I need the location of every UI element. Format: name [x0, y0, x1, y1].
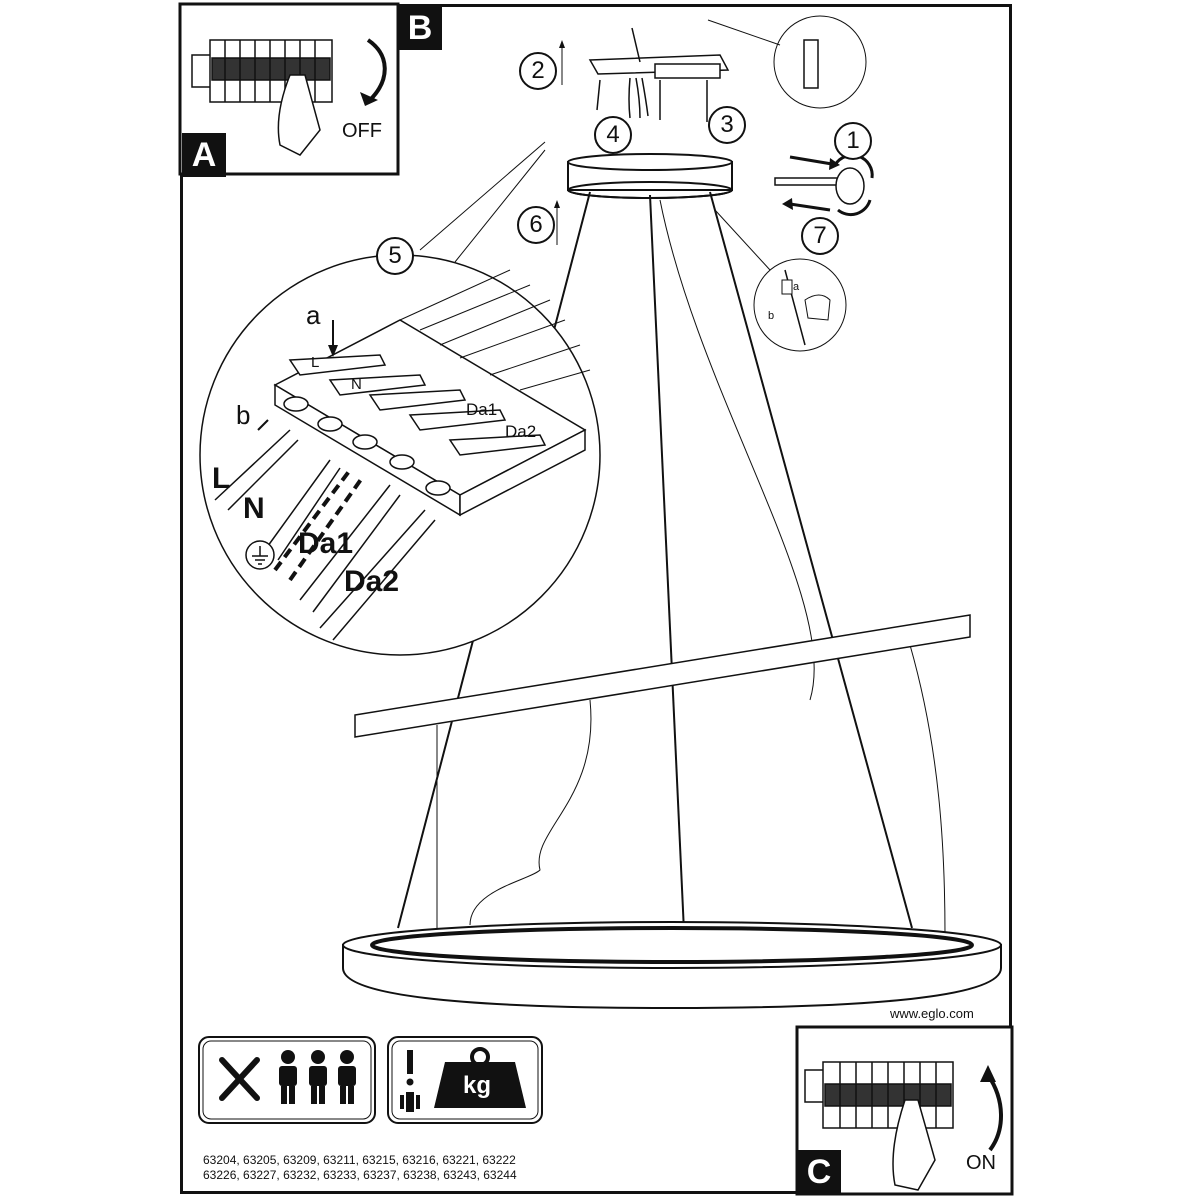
terminal-label-da1: Da1	[466, 400, 498, 419]
step-1: 1	[834, 122, 872, 160]
step-7: 7	[801, 217, 839, 255]
three-persons-icon	[279, 1050, 356, 1104]
terminal-label-da2: Da2	[505, 422, 537, 441]
model-codes-line-2: 63226, 63227, 63232, 63233, 63237, 63238…	[203, 1168, 517, 1182]
wire-label-da2: Da2	[344, 565, 400, 598]
arrow-on	[986, 1073, 1003, 1152]
wire-label-n: N	[243, 492, 265, 525]
canopy	[567, 153, 733, 199]
ceiling-board	[354, 614, 971, 738]
step-3: 3	[708, 106, 746, 144]
terminal-label-n: N	[351, 376, 362, 393]
wire-label-da1: Da1	[298, 527, 354, 560]
anchor-detail	[773, 15, 867, 109]
wires	[214, 429, 436, 641]
model-codes: 63204, 63205, 63209, 63211, 63215, 63216…	[203, 1153, 517, 1183]
ring-luminaire	[342, 921, 1002, 1010]
step-5: 5	[376, 237, 414, 275]
wire-label-l: L	[212, 462, 231, 495]
wiring-letter-b: b	[236, 400, 251, 430]
ceiling-lines	[399, 269, 591, 391]
clip-letter-a: a	[793, 281, 800, 293]
weight-icon	[434, 1047, 526, 1108]
hand-icon	[892, 1099, 936, 1191]
clip-letter-b: b	[768, 310, 775, 322]
arrow-off	[366, 38, 387, 102]
tools-icon	[219, 1057, 260, 1101]
on-label: ON	[966, 1152, 996, 1174]
step-4: 4	[594, 116, 632, 154]
website-url: www.eglo.com	[890, 1006, 974, 1021]
step-6: 6	[517, 206, 555, 244]
weight-unit: kg	[463, 1072, 492, 1099]
clip-detail-circle	[753, 258, 847, 352]
wiring-letter-a: a	[306, 300, 321, 330]
panel-b-tag: B	[398, 6, 442, 50]
terminal-label-l: L	[311, 354, 320, 371]
ceiling-plate	[588, 27, 730, 122]
off-label: OFF	[342, 120, 382, 142]
sheet-frame	[180, 4, 1012, 1194]
step-2: 2	[519, 52, 557, 90]
terminal-levers	[288, 354, 547, 456]
hand-icon	[277, 74, 321, 156]
circuit-breaker-icon	[804, 1061, 954, 1129]
panel-c-tag: C	[797, 1150, 841, 1194]
wall-plug-icon	[803, 39, 819, 89]
model-codes-line-1: 63204, 63205, 63209, 63211, 63215, 63216…	[203, 1153, 516, 1167]
panel-a-tag: A	[182, 133, 226, 177]
circuit-breaker-icon	[191, 39, 333, 103]
warning-icon	[400, 1050, 420, 1112]
